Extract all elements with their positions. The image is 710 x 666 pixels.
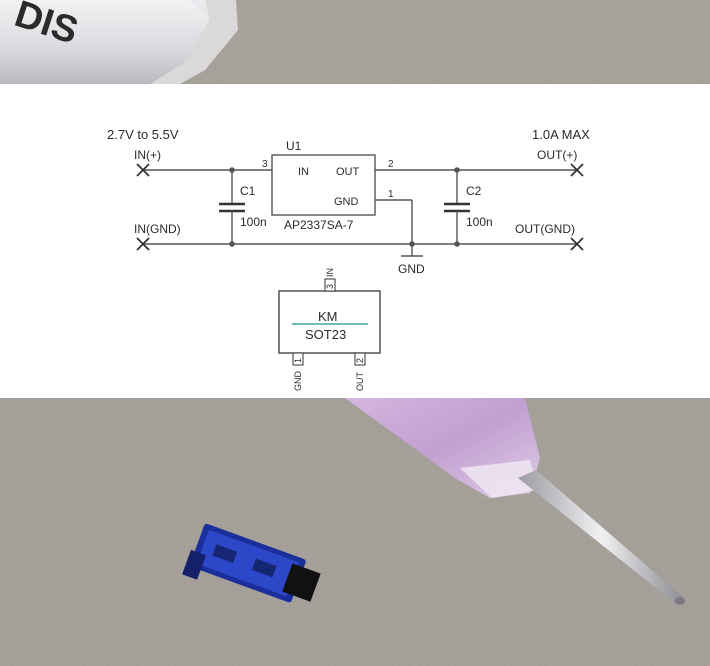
u1-pin-out: OUT [336, 166, 360, 178]
terminal-in-gnd-icon [136, 237, 150, 251]
out-gnd-label: OUT(GND) [515, 222, 575, 236]
junction-dots [229, 167, 460, 247]
screwdriver-handle-top [0, 0, 210, 84]
sot23-package [278, 278, 381, 366]
u1-pin-gnd: GND [334, 196, 359, 208]
package-pin1-name: GND [293, 371, 303, 392]
package-pin3 [324, 278, 336, 292]
wires [143, 169, 577, 257]
u1-pin1-number: 1 [388, 189, 394, 200]
package-pin3-name: IN [325, 268, 335, 277]
u1-body [271, 154, 376, 216]
package-pin1 [292, 352, 304, 366]
terminal-out-plus-icon [570, 163, 584, 177]
out-plus-label: OUT(+) [537, 148, 577, 162]
schematic-diagram: 2.7V to 5.5V 1.0A MAX IN(+) IN(GND) OUT(… [0, 84, 710, 398]
package-type: SOT23 [305, 327, 346, 342]
in-gnd-label: IN(GND) [134, 222, 181, 236]
sot23-chip-photo [182, 523, 321, 603]
c1-value: 100n [240, 215, 267, 229]
terminal-out-gnd-icon [570, 237, 584, 251]
photo-bottom [0, 398, 710, 666]
terminals [136, 163, 584, 251]
package-pin3-number: 3 [325, 284, 335, 289]
package-pin2 [354, 352, 366, 366]
package-marking: KM [318, 309, 338, 324]
in-plus-label: IN(+) [134, 148, 161, 162]
c2-value: 100n [466, 215, 493, 229]
input-voltage-label: 2.7V to 5.5V [107, 127, 179, 142]
c2-ref: C2 [466, 184, 482, 198]
u1-part-number: AP2337SA-7 [284, 218, 354, 232]
c1-ref: C1 [240, 184, 256, 198]
u1-pin-in: IN [298, 166, 309, 178]
package-pin2-name: OUT [355, 372, 365, 392]
package-pin1-number: 1 [293, 358, 303, 363]
u1-pin2-number: 2 [388, 159, 394, 170]
probe-shaft [518, 470, 684, 604]
package-pin2-number: 2 [355, 358, 365, 363]
photo-top: DIS [0, 0, 710, 84]
output-current-label: 1.0A MAX [532, 127, 590, 142]
u1-pin3-number: 3 [262, 159, 268, 170]
u1-ref: U1 [286, 139, 302, 153]
gnd-label: GND [398, 262, 425, 276]
terminal-in-plus-icon [136, 163, 150, 177]
